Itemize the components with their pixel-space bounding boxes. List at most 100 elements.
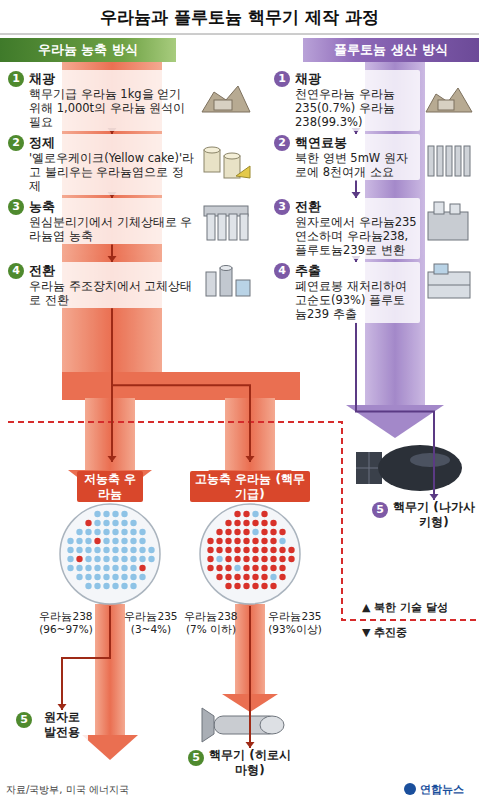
atom-dot (279, 574, 285, 580)
node-heading: 우라늄 농축 방식 (0, 38, 176, 62)
atom-dot (112, 538, 118, 544)
atom-dot (261, 538, 267, 544)
connector-line (249, 606, 251, 748)
process-step: 전환원자로에서 우라늄235 연소하며 우라늄238, 플루토늄239로 변환 (292, 198, 420, 259)
atom-dot (243, 511, 249, 517)
atom-dot (261, 520, 267, 526)
atom-dot (121, 556, 127, 562)
atom-dot (216, 547, 222, 553)
atom-dot (94, 529, 100, 535)
enrichment-circle: 고농축 우라늄 (핵무기급) (190, 462, 310, 606)
atom-dot (85, 547, 91, 553)
flow-connector (356, 323, 439, 500)
atom-dot (270, 556, 276, 562)
atom-dot (103, 538, 109, 544)
atom-dot (270, 565, 276, 571)
atom-dot (121, 565, 127, 571)
atom-dot (112, 556, 118, 562)
atom-dot (103, 547, 109, 553)
mining-icon (202, 86, 250, 112)
atom-dot (252, 547, 258, 553)
node-body: 핵무기급 우라늄 1kg을 얻기 위해 1,000t의 우라늄 원석이 필요 (29, 87, 195, 130)
node-heading: 원자로 발전용 (36, 710, 88, 740)
enrichment-circle: 저농축 우라늄 (55, 462, 165, 606)
node-heading: 농축 (29, 199, 195, 215)
atom-dot (94, 574, 100, 580)
flow-connector (246, 606, 255, 748)
callout-number: 3 (8, 199, 24, 215)
atom-dot (76, 565, 82, 571)
missile-icon (202, 708, 284, 742)
atom-dot (270, 583, 276, 589)
node-heading: 핵연료봉 (295, 135, 417, 151)
atom-dot (67, 547, 73, 553)
atom-dot (243, 556, 249, 562)
atom-dot (225, 538, 231, 544)
atom-dot (243, 547, 249, 553)
atom-dot (139, 574, 145, 580)
atom-dot (279, 547, 285, 553)
atom-dot (216, 565, 222, 571)
atom-dot (103, 511, 109, 517)
atom-dot (67, 538, 73, 544)
atom-dot (252, 583, 258, 589)
connector-line (356, 323, 434, 500)
atom-dot (270, 574, 276, 580)
node-heading: 전환 (295, 199, 417, 215)
atom-dot (225, 556, 231, 562)
flow-connector (108, 244, 117, 262)
atom-dot (76, 547, 82, 553)
particle-circle (58, 502, 162, 606)
atom-dot (139, 538, 145, 544)
atom-dot (234, 511, 240, 517)
circle-outline (60, 504, 160, 604)
atom-dot (261, 529, 267, 535)
atom-dot (225, 574, 231, 580)
atom-dot (270, 520, 276, 526)
connector-line (112, 308, 250, 462)
atom-dot (76, 529, 82, 535)
callout-number: 1 (274, 71, 290, 87)
atom-dot (270, 547, 276, 553)
atom-dot (225, 565, 231, 571)
atom-dot (121, 529, 127, 535)
node-body: 폐연료봉 재처리하여 고순도(93%) 플루토늄239 추출 (295, 279, 417, 322)
centrifuge-icon (204, 206, 248, 240)
atom-dot (85, 520, 91, 526)
boundary-line (8, 422, 479, 620)
atom-dot (234, 520, 240, 526)
node-body: 우라늄 주조장치에서 고체상태로 전환 (29, 279, 195, 308)
atom-dot (234, 574, 240, 580)
atom-dot (261, 574, 267, 580)
atom-dot (112, 529, 118, 535)
atom-dot (261, 547, 267, 553)
logo-mark (404, 783, 416, 795)
node-heading: 핵무기 (히로시마형) (205, 748, 295, 778)
atom-dot (261, 511, 267, 517)
atom-dot (121, 583, 127, 589)
atom-dot (139, 547, 145, 553)
atom-dot (112, 520, 118, 526)
node-heading: 플루토늄 생산 방식 (303, 38, 479, 62)
process-step: 추출폐연료봉 재처리하여 고순도(93%) 플루토늄239 추출 (292, 262, 420, 323)
atom-dot (207, 565, 213, 571)
atom-dot (234, 556, 240, 562)
mining-icon (426, 88, 472, 112)
atom-dot (252, 556, 258, 562)
atom-dot (112, 547, 118, 553)
atom-dot (139, 529, 145, 535)
node-heading: 채광 (29, 71, 195, 87)
arrow-head (246, 456, 255, 462)
atom-dot (216, 556, 222, 562)
process-step: 전환우라늄 주조장치에서 고체상태로 전환 (26, 262, 198, 308)
atom-dot (288, 547, 294, 553)
atom-dot (216, 538, 222, 544)
atom-dot (85, 538, 91, 544)
node-heading: 전환 (29, 263, 195, 279)
atom-dot (94, 556, 100, 562)
atom-dot (94, 547, 100, 553)
atom-dot (121, 538, 127, 544)
node-body: '옐로우케이크(Yellow cake)'라고 불리우는 우라늄염으로 정제 (29, 151, 195, 194)
node-heading: 추출 (295, 263, 417, 279)
